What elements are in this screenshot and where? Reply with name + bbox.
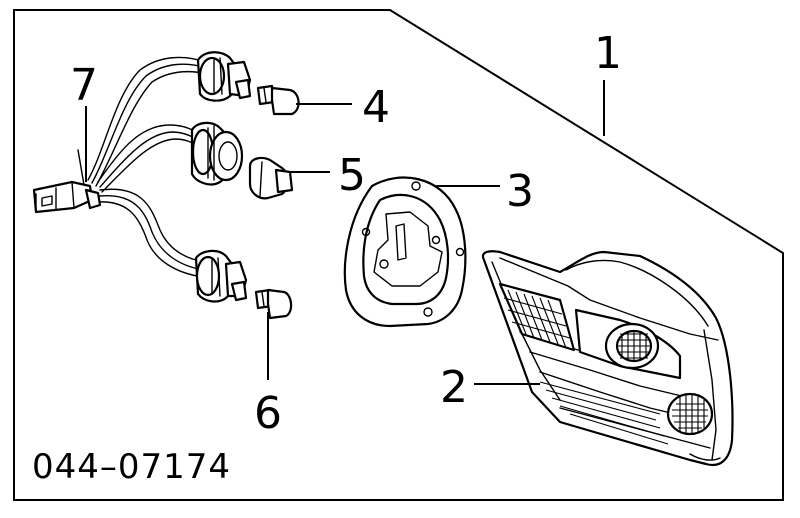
diagram-code: 044–07174 bbox=[32, 447, 231, 487]
socket-middle bbox=[190, 121, 244, 186]
callout-5: 5 bbox=[338, 150, 366, 201]
diagram-border bbox=[13, 9, 784, 501]
callout-1: 1 bbox=[594, 28, 622, 79]
callout-6: 6 bbox=[254, 388, 282, 439]
bulb-6[interactable] bbox=[254, 288, 293, 320]
callout-2: 2 bbox=[440, 362, 468, 413]
socket-and-wire-harness[interactable] bbox=[32, 51, 252, 303]
harness-connector bbox=[32, 180, 94, 214]
callout-4: 4 bbox=[362, 82, 390, 133]
bulb-4[interactable] bbox=[256, 84, 300, 116]
callout-7: 7 bbox=[70, 60, 98, 111]
bulb-5[interactable] bbox=[248, 156, 294, 200]
socket-bottom bbox=[194, 249, 248, 303]
tail-lamp-lens[interactable] bbox=[481, 250, 734, 467]
socket-top bbox=[196, 51, 252, 102]
callout-3: 3 bbox=[506, 166, 534, 217]
gasket[interactable] bbox=[343, 176, 467, 328]
